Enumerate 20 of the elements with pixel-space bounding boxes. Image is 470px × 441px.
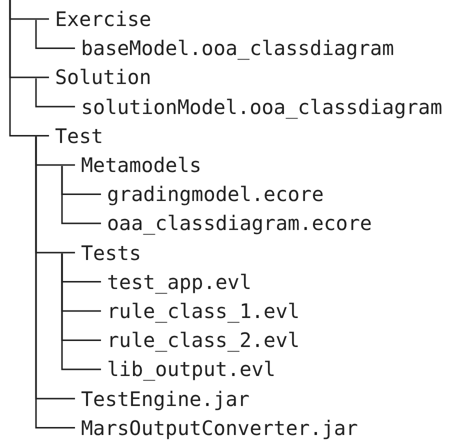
tree-item-label: baseModel.ooa_classdiagram xyxy=(75,36,396,60)
tree-connector xyxy=(35,78,75,108)
tree-item-label: MarsOutputConverter.jar xyxy=(75,416,360,440)
tree-item-label: rule_class_1.evl xyxy=(101,299,302,323)
tree-item-label: TestEngine.jar xyxy=(75,386,252,411)
tree-connector xyxy=(61,254,101,370)
tree-item-label: Test xyxy=(49,124,106,148)
tree-connector xyxy=(61,166,101,224)
tree-item-label: rule_class_2.evl xyxy=(101,328,302,352)
tree-item-label: solutionModel.ooa_classdiagram xyxy=(75,94,444,119)
tree-item-label: Metamodels xyxy=(75,153,204,177)
tree-item-label: Solution xyxy=(49,65,154,90)
tree-connector xyxy=(9,0,49,137)
tree-item-label: Exercise xyxy=(49,7,154,31)
tree-item-label: Tests xyxy=(75,240,144,265)
tree-connector xyxy=(35,20,75,49)
tree-item-label: oaa_classdiagram.ecore xyxy=(101,211,374,236)
tree-item-label: lib_output.evl xyxy=(101,357,278,382)
tree-item-label: test_app.evl xyxy=(101,270,254,294)
tree-item-label: gradingmodel.ecore xyxy=(101,182,326,206)
